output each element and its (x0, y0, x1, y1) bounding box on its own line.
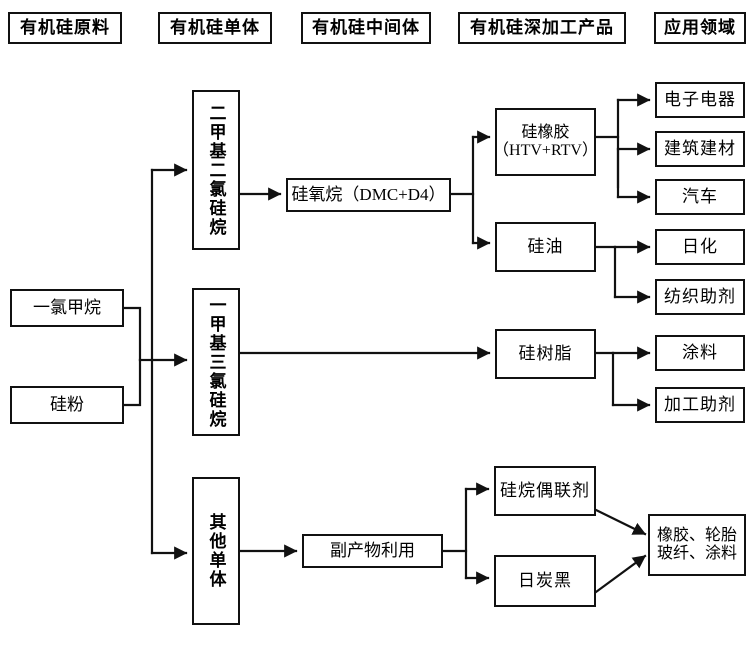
node-construction-materials-label: 建筑建材 (664, 139, 736, 159)
conn-rm1-to-bus (122, 306, 142, 362)
node-silicon-powder-label: 硅粉 (50, 395, 84, 415)
node-silicon-powder[interactable]: 硅粉 (10, 386, 124, 424)
node-processing-aids[interactable]: 加工助剂 (655, 387, 745, 423)
node-automotive-label: 汽车 (682, 187, 718, 207)
node-electronics-appliances[interactable]: 电子电器 (655, 82, 745, 118)
node-rubber-tire-glassfiber-coatings-label: 橡胶、轮胎 玻纤、涂料 (656, 526, 737, 562)
node-silicone-resin-label: 硅树脂 (518, 344, 573, 364)
node-processing-aids-label: 加工助剂 (664, 395, 736, 415)
header-deep-processed-products-label: 有机硅深加工产品 (470, 18, 614, 38)
conn-rm2-to-bus (122, 358, 142, 407)
conn-p5-to-a8 (594, 554, 647, 594)
node-dimethyldichlorosilane-label: 二甲基二氯硅烷 (206, 103, 226, 237)
node-coatings[interactable]: 涂料 (655, 335, 745, 371)
node-rubber-tire-glassfiber-coatings[interactable]: 橡胶、轮胎 玻纤、涂料 (648, 514, 746, 576)
node-other-monomers-label: 其他单体 (206, 513, 226, 589)
node-dimethyldichlorosilane[interactable]: 二甲基二氯硅烷 (192, 90, 240, 250)
header-applications-label: 应用领域 (664, 18, 736, 38)
node-textile-auxiliaries[interactable]: 纺织助剂 (655, 279, 745, 315)
node-textile-auxiliaries-label: 纺织助剂 (664, 287, 736, 307)
header-deep-processed-products: 有机硅深加工产品 (458, 12, 626, 44)
node-chloromethane-label: 一氯甲烷 (33, 298, 101, 318)
node-methyltrichlorosilane[interactable]: 一甲基三氯硅烷 (192, 288, 240, 436)
node-silicone-rubber-label: 硅橡胶 （HTV+RTV） (495, 123, 596, 159)
header-raw-materials-label: 有机硅原料 (20, 18, 110, 38)
node-other-monomers[interactable]: 其他单体 (192, 477, 240, 625)
conn-p4-to-a8 (594, 508, 647, 536)
header-monomers: 有机硅单体 (158, 12, 272, 44)
node-silane-coupling-agent-label: 硅烷偶联剂 (500, 481, 590, 501)
node-byproduct-utilization-label: 副产物利用 (330, 541, 415, 561)
node-silicone-oil[interactable]: 硅油 (495, 222, 596, 272)
node-siloxane[interactable]: 硅氧烷（DMC+D4） (286, 178, 451, 212)
header-monomers-label: 有机硅单体 (170, 18, 260, 38)
header-raw-materials: 有机硅原料 (8, 12, 122, 44)
node-silane-coupling-agent[interactable]: 硅烷偶联剂 (494, 466, 596, 516)
node-automotive[interactable]: 汽车 (655, 179, 745, 215)
node-daily-chemicals-label: 日化 (682, 237, 718, 257)
node-chloromethane[interactable]: 一氯甲烷 (10, 289, 124, 327)
node-daily-chemicals[interactable]: 日化 (655, 229, 745, 265)
header-applications: 应用领域 (654, 12, 746, 44)
node-siloxane-label: 硅氧烷（DMC+D4） (291, 185, 446, 205)
node-electronics-appliances-label: 电子电器 (664, 90, 736, 110)
header-intermediates-label: 有机硅中间体 (312, 18, 420, 38)
header-intermediates: 有机硅中间体 (301, 12, 431, 44)
node-silicone-resin[interactable]: 硅树脂 (495, 329, 596, 379)
node-silicone-rubber[interactable]: 硅橡胶 （HTV+RTV） (495, 108, 596, 176)
node-construction-materials[interactable]: 建筑建材 (655, 131, 745, 167)
node-carbon-black-label: 日炭黑 (518, 571, 572, 591)
node-byproduct-utilization[interactable]: 副产物利用 (302, 534, 443, 568)
node-silicone-oil-label: 硅油 (527, 237, 564, 257)
node-methyltrichlorosilane-label: 一甲基三氯硅烷 (206, 295, 226, 429)
node-coatings-label: 涂料 (682, 343, 718, 363)
node-carbon-black[interactable]: 日炭黑 (494, 555, 596, 607)
